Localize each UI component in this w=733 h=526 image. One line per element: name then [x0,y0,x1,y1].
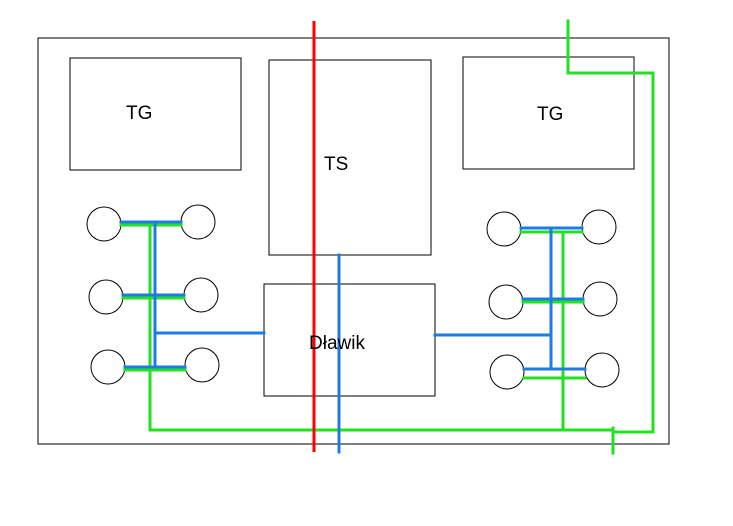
terminal-right-3b [584,352,620,388]
terminal-right-2b [582,281,618,317]
terminal-right-1a [486,211,522,247]
terminal-left-1b [180,204,216,240]
ts-label: TS [324,154,348,175]
terminal-right-3a [489,354,525,390]
tg-left-box [69,57,242,171]
choke-label-overlay: Dławik [309,333,365,354]
tg-left-label: TG [126,103,152,124]
terminal-left-3b [184,347,220,383]
terminal-right-1b [581,209,617,245]
tg-right-label: TG [537,104,563,125]
terminal-left-2a [88,279,124,315]
terminal-right-2a [488,284,524,320]
choke-box [263,283,436,397]
blue-wires [119,220,587,454]
terminal-left-2b [183,277,219,313]
tg-right-box [462,56,635,170]
terminal-left-1a [86,206,122,242]
terminal-left-3a [90,349,126,385]
ts-box [268,59,432,256]
